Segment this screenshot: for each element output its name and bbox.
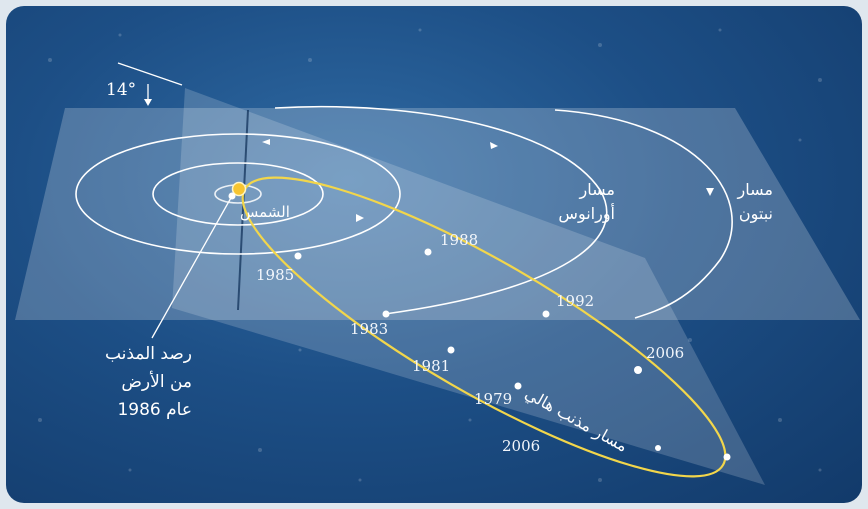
earth-position-dot [228,192,236,200]
uranus-orbit-arc [274,105,608,315]
position-dots [228,192,731,461]
observation-line1: رصد المذنب [104,344,192,364]
year-1983-label: 1983 [350,320,389,338]
neptune-label-line2: نبتون [738,204,773,223]
year-1979-label: 1979 [474,390,513,408]
observation-pointer [151,195,233,339]
year-2006-neptune-label: 2006 [646,344,685,362]
angle-arrow-head [144,99,152,106]
dot-1985 [294,252,302,260]
uranus-orbit-label: مسار أورانوس [540,178,615,226]
year-1988-label: 1988 [440,231,479,249]
angle-label: 14° [106,80,137,100]
jupiter-orbit [152,162,324,226]
dot-2006-neptune [634,366,642,374]
orbit-arrow-icon [262,139,270,145]
saturn-orbit [75,133,401,255]
dot-1992 [542,310,550,318]
observation-line3: عام 1986 [117,400,192,420]
year-1981-label: 1981 [412,357,451,375]
uranus-label-line2: أورانوس [558,204,615,223]
sun-label: الشمس [240,203,290,221]
comet-tail-dot [655,445,661,451]
ecliptic-plane [15,108,860,320]
dot-1988 [424,248,432,256]
uranus-label-line1: مسار [579,180,615,199]
angle-indicator-line [117,62,183,86]
dot-1983 [382,310,390,318]
observation-line2: من الأرض [121,372,192,392]
comet-direction-arrow-icon [356,214,364,222]
orbit-arrow-icon [706,188,714,196]
diagram-frame [6,6,862,503]
neptune-label-line1: مسار [737,180,773,199]
earth-observation-label: رصد المذنب من الأرض عام 1986 [62,340,192,424]
year-1992-label: 1992 [556,292,595,310]
background-stars [38,28,822,482]
dot-2006-comet [723,453,731,461]
orbit-arrow-icon [490,142,498,149]
dot-1979 [514,382,522,390]
plane-edge-line [237,109,249,311]
sun-icon [231,181,247,197]
year-2006-comet-label: 2006 [502,437,541,455]
neptune-orbit-label: مسار نبتون [718,178,773,226]
neptune-orbit-arc [554,109,733,319]
dot-1981 [447,346,455,354]
year-1985-label: 1985 [256,266,295,284]
